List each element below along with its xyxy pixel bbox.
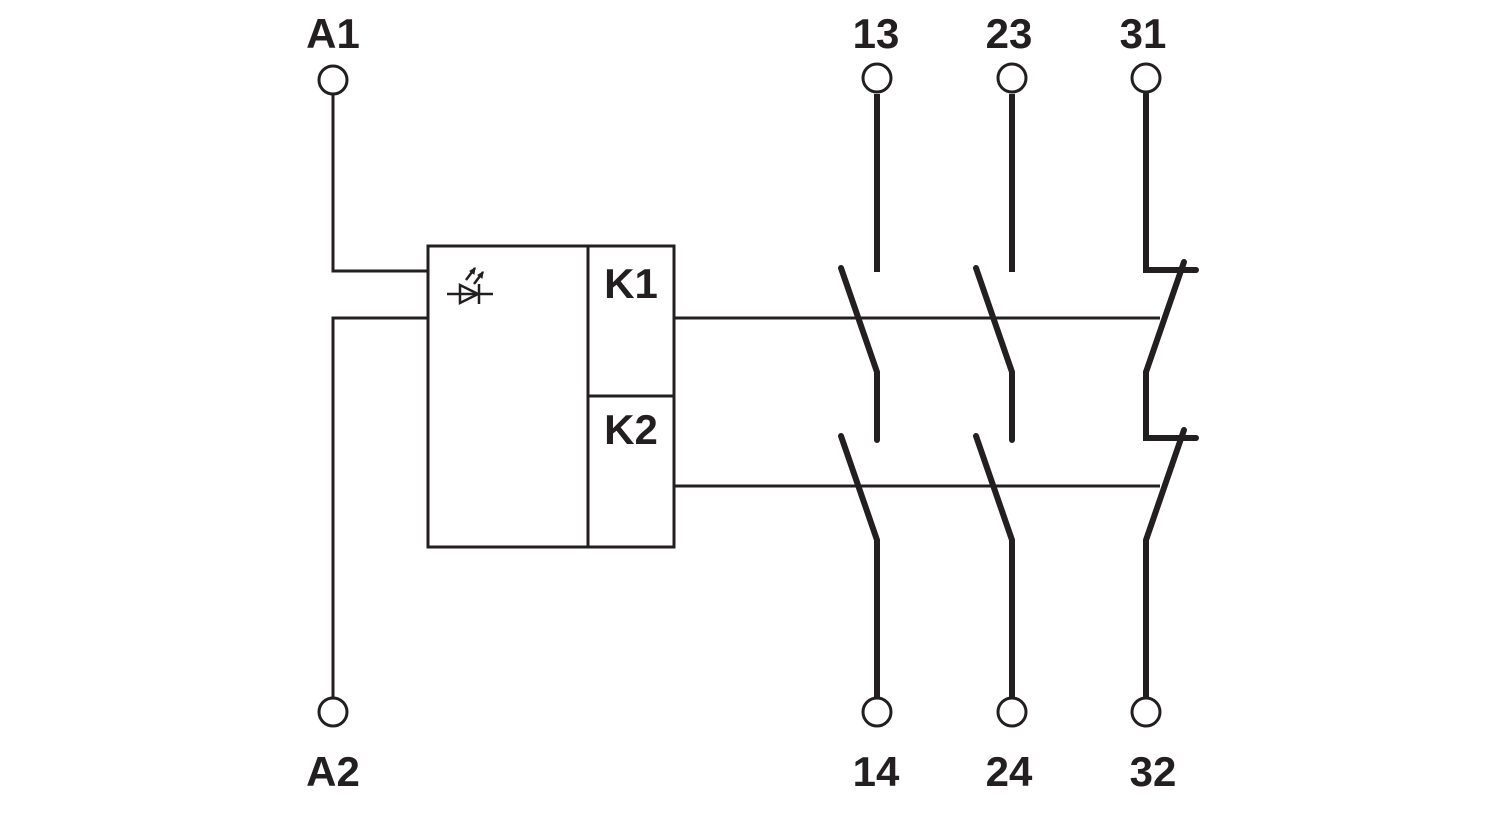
supply-a1-wire (331, 94, 428, 273)
terminal-14 (861, 696, 893, 728)
label-a1: A1 (306, 10, 360, 57)
label-a2: A2 (306, 748, 360, 795)
terminal-13 (861, 62, 893, 94)
k1-label: K1 (604, 260, 658, 307)
led-diode-icon (447, 267, 493, 306)
label-32: 32 (1130, 748, 1177, 795)
terminal-32 (1130, 696, 1162, 728)
terminal-a2 (317, 696, 349, 728)
relay-module: K1 K2 (426, 244, 676, 549)
contact-path-23-24 (973, 94, 1015, 700)
contact-path-31-32 (1143, 91, 1199, 697)
contact-path-13-14 (838, 94, 880, 700)
label-23: 23 (986, 10, 1033, 57)
label-24: 24 (986, 748, 1033, 795)
terminal-24 (996, 696, 1028, 728)
label-14: 14 (853, 748, 900, 795)
terminal-31 (1130, 62, 1162, 94)
terminal-a1 (317, 64, 349, 96)
k2-label: K2 (604, 406, 658, 453)
label-31: 31 (1120, 10, 1167, 57)
supply-a2-wire (331, 316, 428, 697)
label-13: 13 (853, 10, 900, 57)
terminal-23 (996, 62, 1028, 94)
